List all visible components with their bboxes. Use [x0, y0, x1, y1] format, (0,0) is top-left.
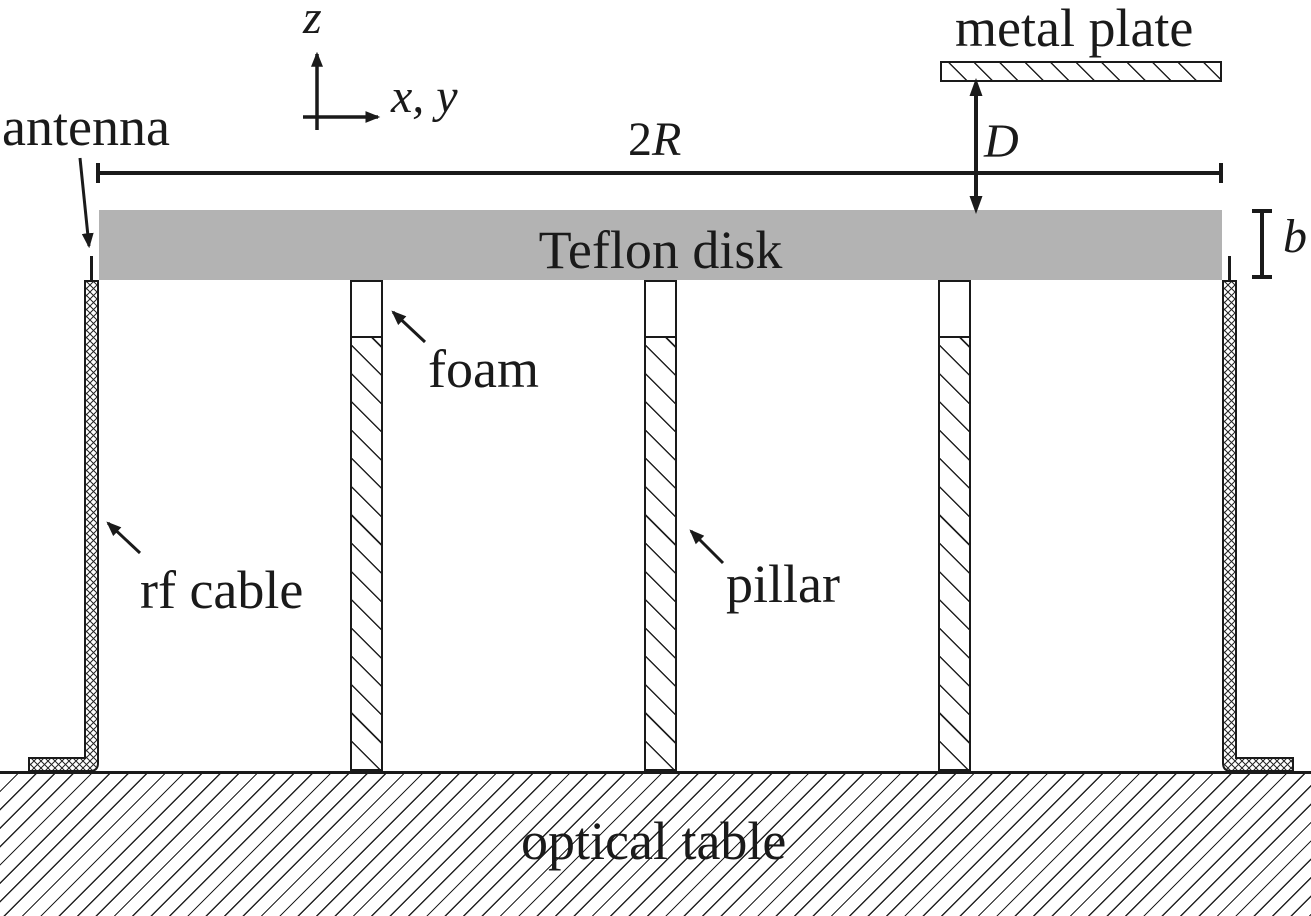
antenna-label: antenna	[2, 97, 170, 157]
thickness-label: b	[1283, 210, 1307, 263]
antenna-wire-right	[1228, 256, 1231, 281]
foam-pad-right	[940, 282, 969, 338]
rf-cable-label: rf cable	[140, 560, 304, 620]
pillar-left	[350, 280, 383, 771]
antenna-wire-left	[90, 256, 93, 281]
foam-arrow-icon	[391, 310, 427, 344]
metal-plate	[940, 61, 1222, 82]
thickness-bracket-bottom-serif	[1252, 275, 1272, 279]
optical-table: optical table	[0, 771, 1311, 916]
teflon-disk-label: Teflon disk	[538, 220, 783, 280]
diameter-label: 2R	[628, 116, 681, 164]
diameter-prefix: 2	[628, 113, 652, 166]
coordinate-axes-icon	[303, 51, 381, 130]
metal-plate-label: metal plate	[955, 0, 1194, 58]
foam-label: foam	[428, 339, 539, 399]
rf-cable-right	[1222, 280, 1294, 772]
pillar-middle	[644, 280, 677, 771]
thickness-bracket	[1260, 211, 1264, 279]
foam-pad-left	[352, 282, 381, 338]
optical-table-label: optical table	[521, 811, 787, 871]
pillar-right-body	[940, 338, 969, 769]
diameter-tick-left	[96, 163, 100, 183]
xy-axis-label: x, y	[391, 70, 458, 123]
foam-pad-middle	[646, 282, 675, 338]
teflon-disk: Teflon disk	[99, 210, 1222, 280]
z-axis-label: z	[303, 0, 322, 44]
plate-gap-arrow-icon	[969, 78, 983, 214]
antenna-arrow-icon	[78, 157, 94, 249]
diameter-dimension-line	[98, 171, 1222, 175]
thickness-bracket-top-serif	[1252, 209, 1272, 213]
pillar-middle-body	[646, 338, 675, 769]
pillar-label: pillar	[726, 554, 840, 614]
rf-cable-left	[28, 280, 99, 772]
diameter-tick-right	[1219, 163, 1223, 183]
pillar-right	[938, 280, 971, 771]
rf-cable-arrow-icon	[106, 521, 142, 555]
pillar-arrow-icon	[689, 529, 725, 565]
pillar-left-body	[352, 338, 381, 769]
diameter-symbol: R	[652, 113, 682, 166]
plate-gap-label: D	[984, 115, 1019, 168]
